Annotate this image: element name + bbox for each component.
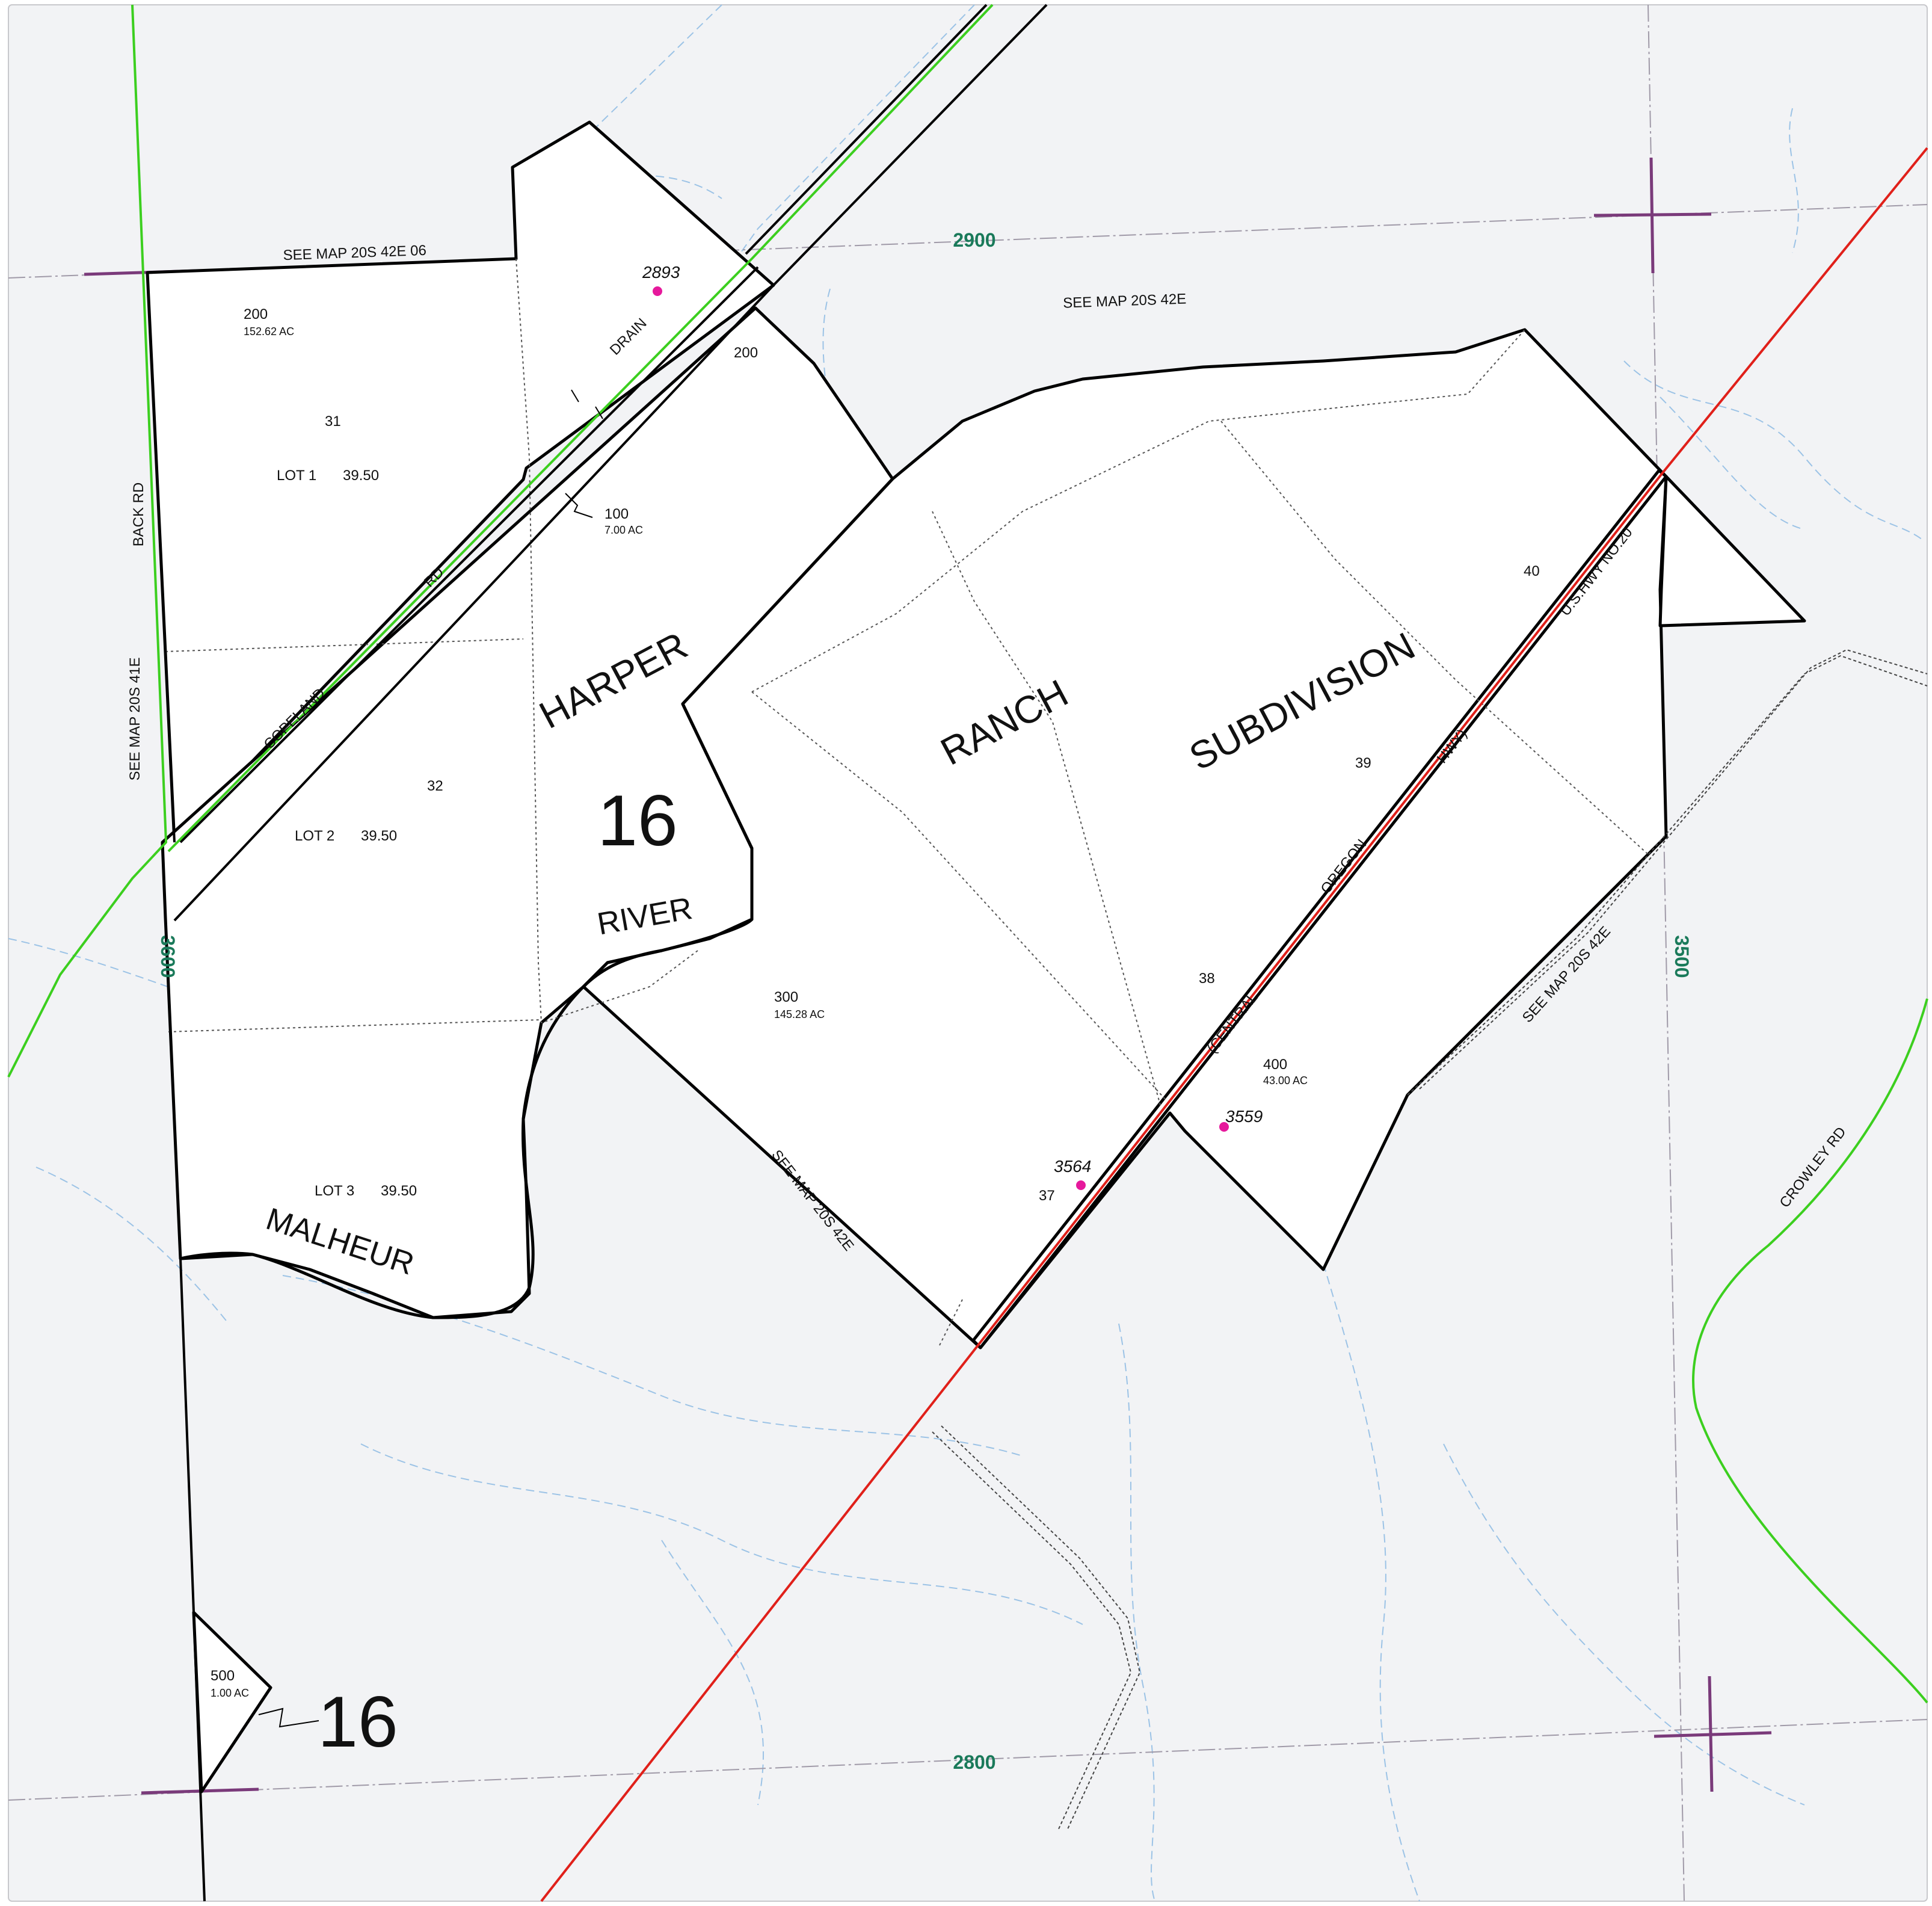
parcel-number: 200 (734, 345, 758, 361)
see-map-note: SEE MAP 20S 41E (127, 657, 143, 780)
parcel-area: 152.62 AC (244, 325, 294, 338)
drain-ticks (571, 389, 603, 419)
road-edges (146, 4, 1048, 1902)
corner-mark (1654, 1731, 1772, 1738)
leader-lines (258, 493, 593, 1728)
grid-label-2800: 2800 (953, 1751, 995, 1773)
parcel-number: 500 (211, 1668, 235, 1684)
lot-2-acres: 39.50 (361, 828, 397, 844)
tract-number: 32 (427, 778, 443, 794)
green-roads (7, 4, 1928, 1704)
site-address: 3559 (1225, 1107, 1263, 1126)
parcel-area: 43.00 AC (1263, 1075, 1308, 1087)
parcel-area: 7.00 AC (605, 524, 643, 536)
tract-number: 38 (1199, 970, 1215, 987)
parcel-number: 200 (244, 306, 268, 322)
section-number-16-lower: 16 (318, 1682, 398, 1762)
site-address: 2893 (642, 263, 680, 282)
trail-lines (932, 649, 1928, 1830)
tract-lines (165, 258, 1649, 1348)
lot-3-name: LOT 3 (315, 1183, 354, 1199)
grid-label-2900: 2900 (953, 229, 995, 251)
grid-label-3500: 3500 (1671, 935, 1693, 978)
parcel-40-wing (1658, 475, 1806, 628)
site-point (1076, 1180, 1086, 1190)
highway-us-20 (540, 147, 1928, 1902)
tract-number: 31 (325, 413, 341, 430)
road-label-back-rd: BACK RD (131, 483, 147, 547)
site-point (653, 286, 662, 296)
parcels (146, 120, 1806, 1793)
parcel-area: 1.00 AC (211, 1687, 249, 1699)
parcel-number: 400 (1263, 1056, 1287, 1073)
parcel-area: 145.28 AC (774, 1008, 825, 1020)
tract-number: 37 (1039, 1188, 1055, 1204)
grid-label-3600: 3600 (157, 935, 179, 978)
section-number-16: 16 (597, 780, 677, 861)
lot-3-acres: 39.50 (381, 1183, 417, 1199)
site-address: 3564 (1054, 1157, 1091, 1176)
lot-2-name: LOT 2 (295, 828, 334, 844)
corner-mark (1649, 157, 1655, 274)
corner-mark (1708, 1676, 1714, 1792)
lot-1-acres: 39.50 (343, 467, 379, 484)
tract-number: 40 (1524, 563, 1540, 579)
site-point (1219, 1122, 1229, 1132)
tract-number: 39 (1355, 755, 1371, 771)
river-line (180, 703, 754, 1319)
lot-1-name: LOT 1 (277, 467, 316, 484)
parcel-number: 300 (774, 989, 798, 1005)
parcel-number: 100 (605, 506, 629, 522)
site-points (653, 286, 1229, 1190)
